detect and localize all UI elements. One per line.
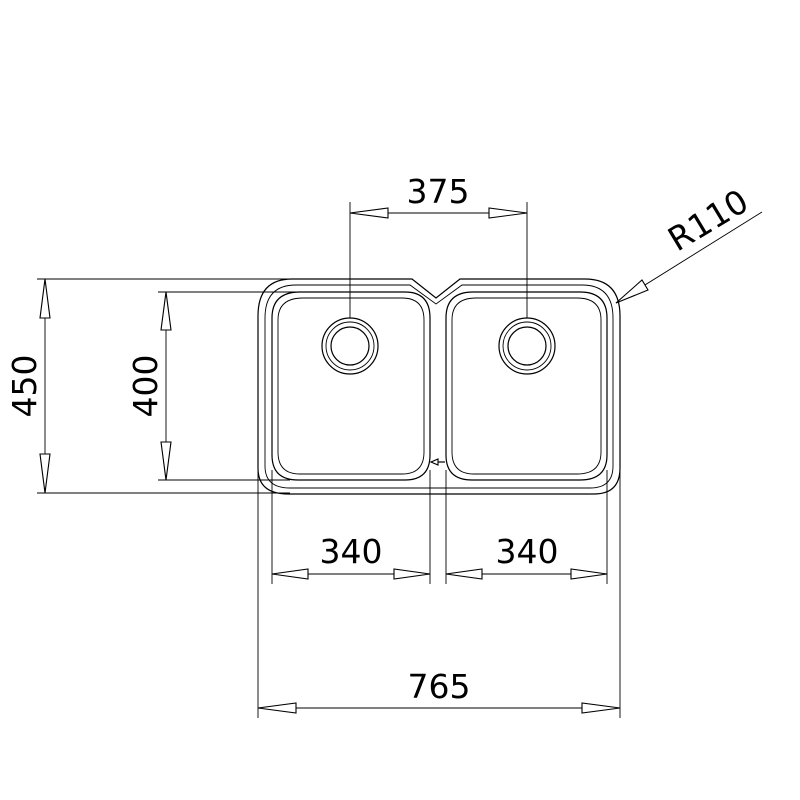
- right-bowl-outline: [445, 291, 608, 481]
- left-bowl-outline: [271, 291, 431, 481]
- dimension-outer-depth: 450: [5, 278, 292, 494]
- dimension-bowl-depth: 400: [126, 291, 298, 481]
- left-bowl-inner-line: [277, 297, 425, 475]
- sink-rim-inner-line: [264, 284, 614, 489]
- dimension-left-bowl-width: 340: [271, 470, 431, 584]
- left-drain-icon: [321, 317, 379, 375]
- dimension-right-bowl-width: 340: [445, 470, 608, 584]
- outer-depth-label: 450: [5, 355, 44, 418]
- left-bowl-width-label: 340: [320, 532, 383, 571]
- sink-outer-rim: [257, 278, 621, 495]
- corner-radius-label: R110: [661, 181, 755, 259]
- overall-width-label: 765: [408, 667, 471, 706]
- drain-spacing-label: 375: [407, 172, 470, 211]
- right-bowl-inner-line: [451, 297, 602, 475]
- overflow-connector-icon: [429, 458, 445, 466]
- bowl-depth-label: 400: [126, 355, 165, 418]
- dimension-overall-width: 765: [257, 470, 621, 718]
- dimension-drain-spacing: 375: [349, 172, 528, 318]
- right-bowl-width-label: 340: [496, 532, 559, 571]
- sink-outline: [257, 278, 621, 495]
- right-drain-icon: [498, 317, 556, 375]
- dimension-corner-radius: R110: [615, 181, 763, 304]
